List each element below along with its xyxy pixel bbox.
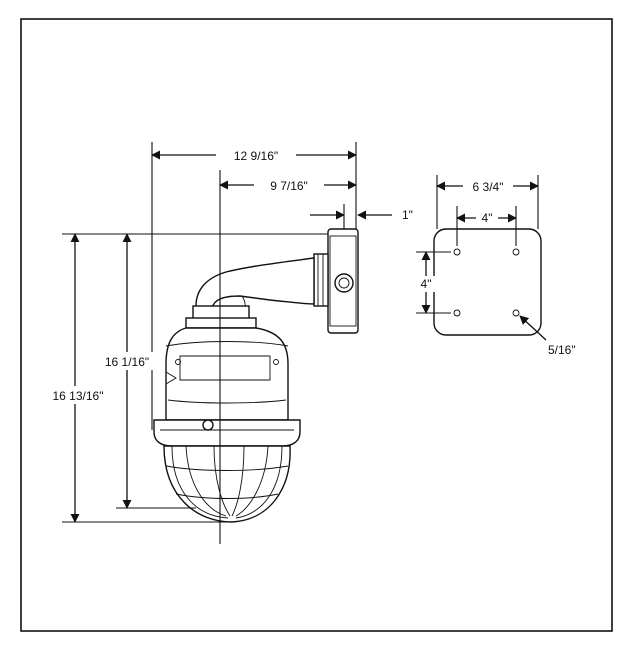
label-arm-reach: 9 7/16" bbox=[270, 179, 308, 193]
camera-side-view bbox=[153, 228, 359, 523]
mount-hole bbox=[453, 248, 461, 256]
mount-hole bbox=[453, 309, 461, 317]
label-overall-height: 16 13/16" bbox=[53, 389, 104, 403]
mount-hole bbox=[512, 248, 520, 256]
mounting-plate bbox=[433, 228, 542, 336]
label-hole-spacing-v: 4" bbox=[421, 277, 432, 291]
label-plate-thickness: 1" bbox=[402, 208, 413, 222]
label-hole-spacing-h: 4" bbox=[482, 211, 493, 225]
mount-hole bbox=[512, 309, 520, 317]
plate-boss bbox=[334, 273, 354, 293]
drawing-border bbox=[20, 18, 613, 632]
label-hole-diameter: 5/16" bbox=[548, 343, 576, 357]
label-plate-width: 6 3/4" bbox=[473, 180, 504, 194]
mounting-plate-view bbox=[433, 228, 542, 336]
label-overall-width: 12 9/16" bbox=[234, 149, 278, 163]
hole-diameter-leader bbox=[519, 315, 547, 341]
label-mount-height: 16 1/16" bbox=[105, 355, 149, 369]
